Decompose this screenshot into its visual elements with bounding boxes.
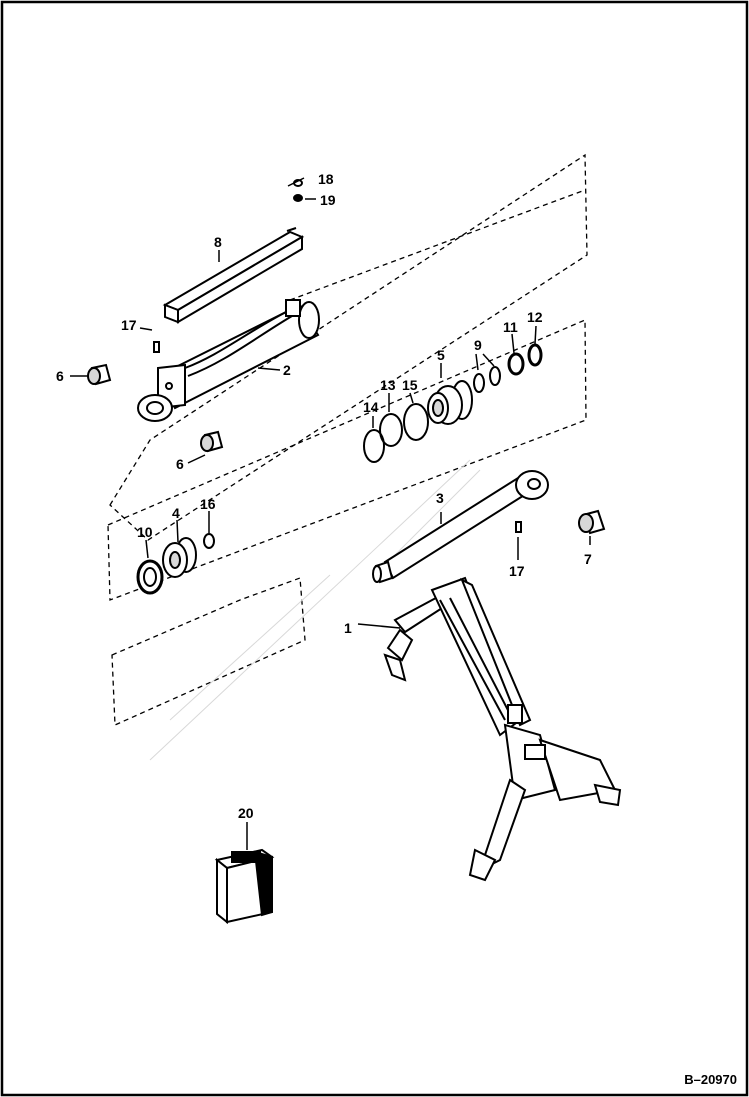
cover-rail-part <box>162 227 305 324</box>
ring-part <box>489 366 501 386</box>
callout-11: 11 <box>503 319 518 335</box>
callout-1: 1 <box>344 620 352 636</box>
boom-assembly-part <box>383 576 622 882</box>
seal-ring-part <box>403 403 429 441</box>
ring-part <box>527 343 543 367</box>
callout-6-lower: 6 <box>176 456 184 472</box>
callout-15: 15 <box>402 377 418 393</box>
callout-17-upper: 17 <box>121 317 137 333</box>
callout-2: 2 <box>283 362 291 378</box>
bushing-part <box>87 363 112 386</box>
callout-labels: 1 2 3 4 5 6 6 7 8 9 10 11 12 13 14 15 16… <box>56 171 592 821</box>
callout-16: 16 <box>200 496 216 512</box>
cylinder-barrel-part <box>137 299 320 422</box>
figure-code-label: B–20970 <box>684 1072 737 1087</box>
washer-part <box>293 194 303 202</box>
ring-part <box>473 373 485 393</box>
callout-7: 7 <box>584 551 592 567</box>
dashed-assembly-outlines <box>107 153 588 726</box>
seal-kit-box-part <box>214 848 275 925</box>
callout-12: 12 <box>527 309 543 325</box>
callout-6-upper: 6 <box>56 368 64 384</box>
bushing-part <box>578 509 606 535</box>
callout-10: 10 <box>137 524 153 540</box>
callout-5: 5 <box>437 347 445 363</box>
seal-ring-part <box>379 413 403 447</box>
callout-14: 14 <box>363 399 379 415</box>
seal-ring-part <box>363 429 385 463</box>
callout-4: 4 <box>172 505 180 521</box>
callout-3: 3 <box>436 490 444 506</box>
callout-18: 18 <box>318 171 334 187</box>
callout-20: 20 <box>238 805 254 821</box>
background-linework <box>149 459 481 761</box>
callout-13: 13 <box>380 377 396 393</box>
callout-17-lower: 17 <box>509 563 525 579</box>
grease-fitting-part <box>153 341 522 533</box>
piston-part <box>427 380 473 425</box>
leader-lines <box>70 177 591 850</box>
gland-part <box>162 537 197 578</box>
piston-rod-part <box>372 470 549 584</box>
o-ring-part <box>203 533 215 549</box>
callout-19: 19 <box>320 192 336 208</box>
callout-8: 8 <box>214 234 222 250</box>
ring-part <box>507 352 525 376</box>
callout-9: 9 <box>474 337 482 353</box>
nut-part <box>136 559 164 595</box>
bushing-part <box>200 430 224 453</box>
